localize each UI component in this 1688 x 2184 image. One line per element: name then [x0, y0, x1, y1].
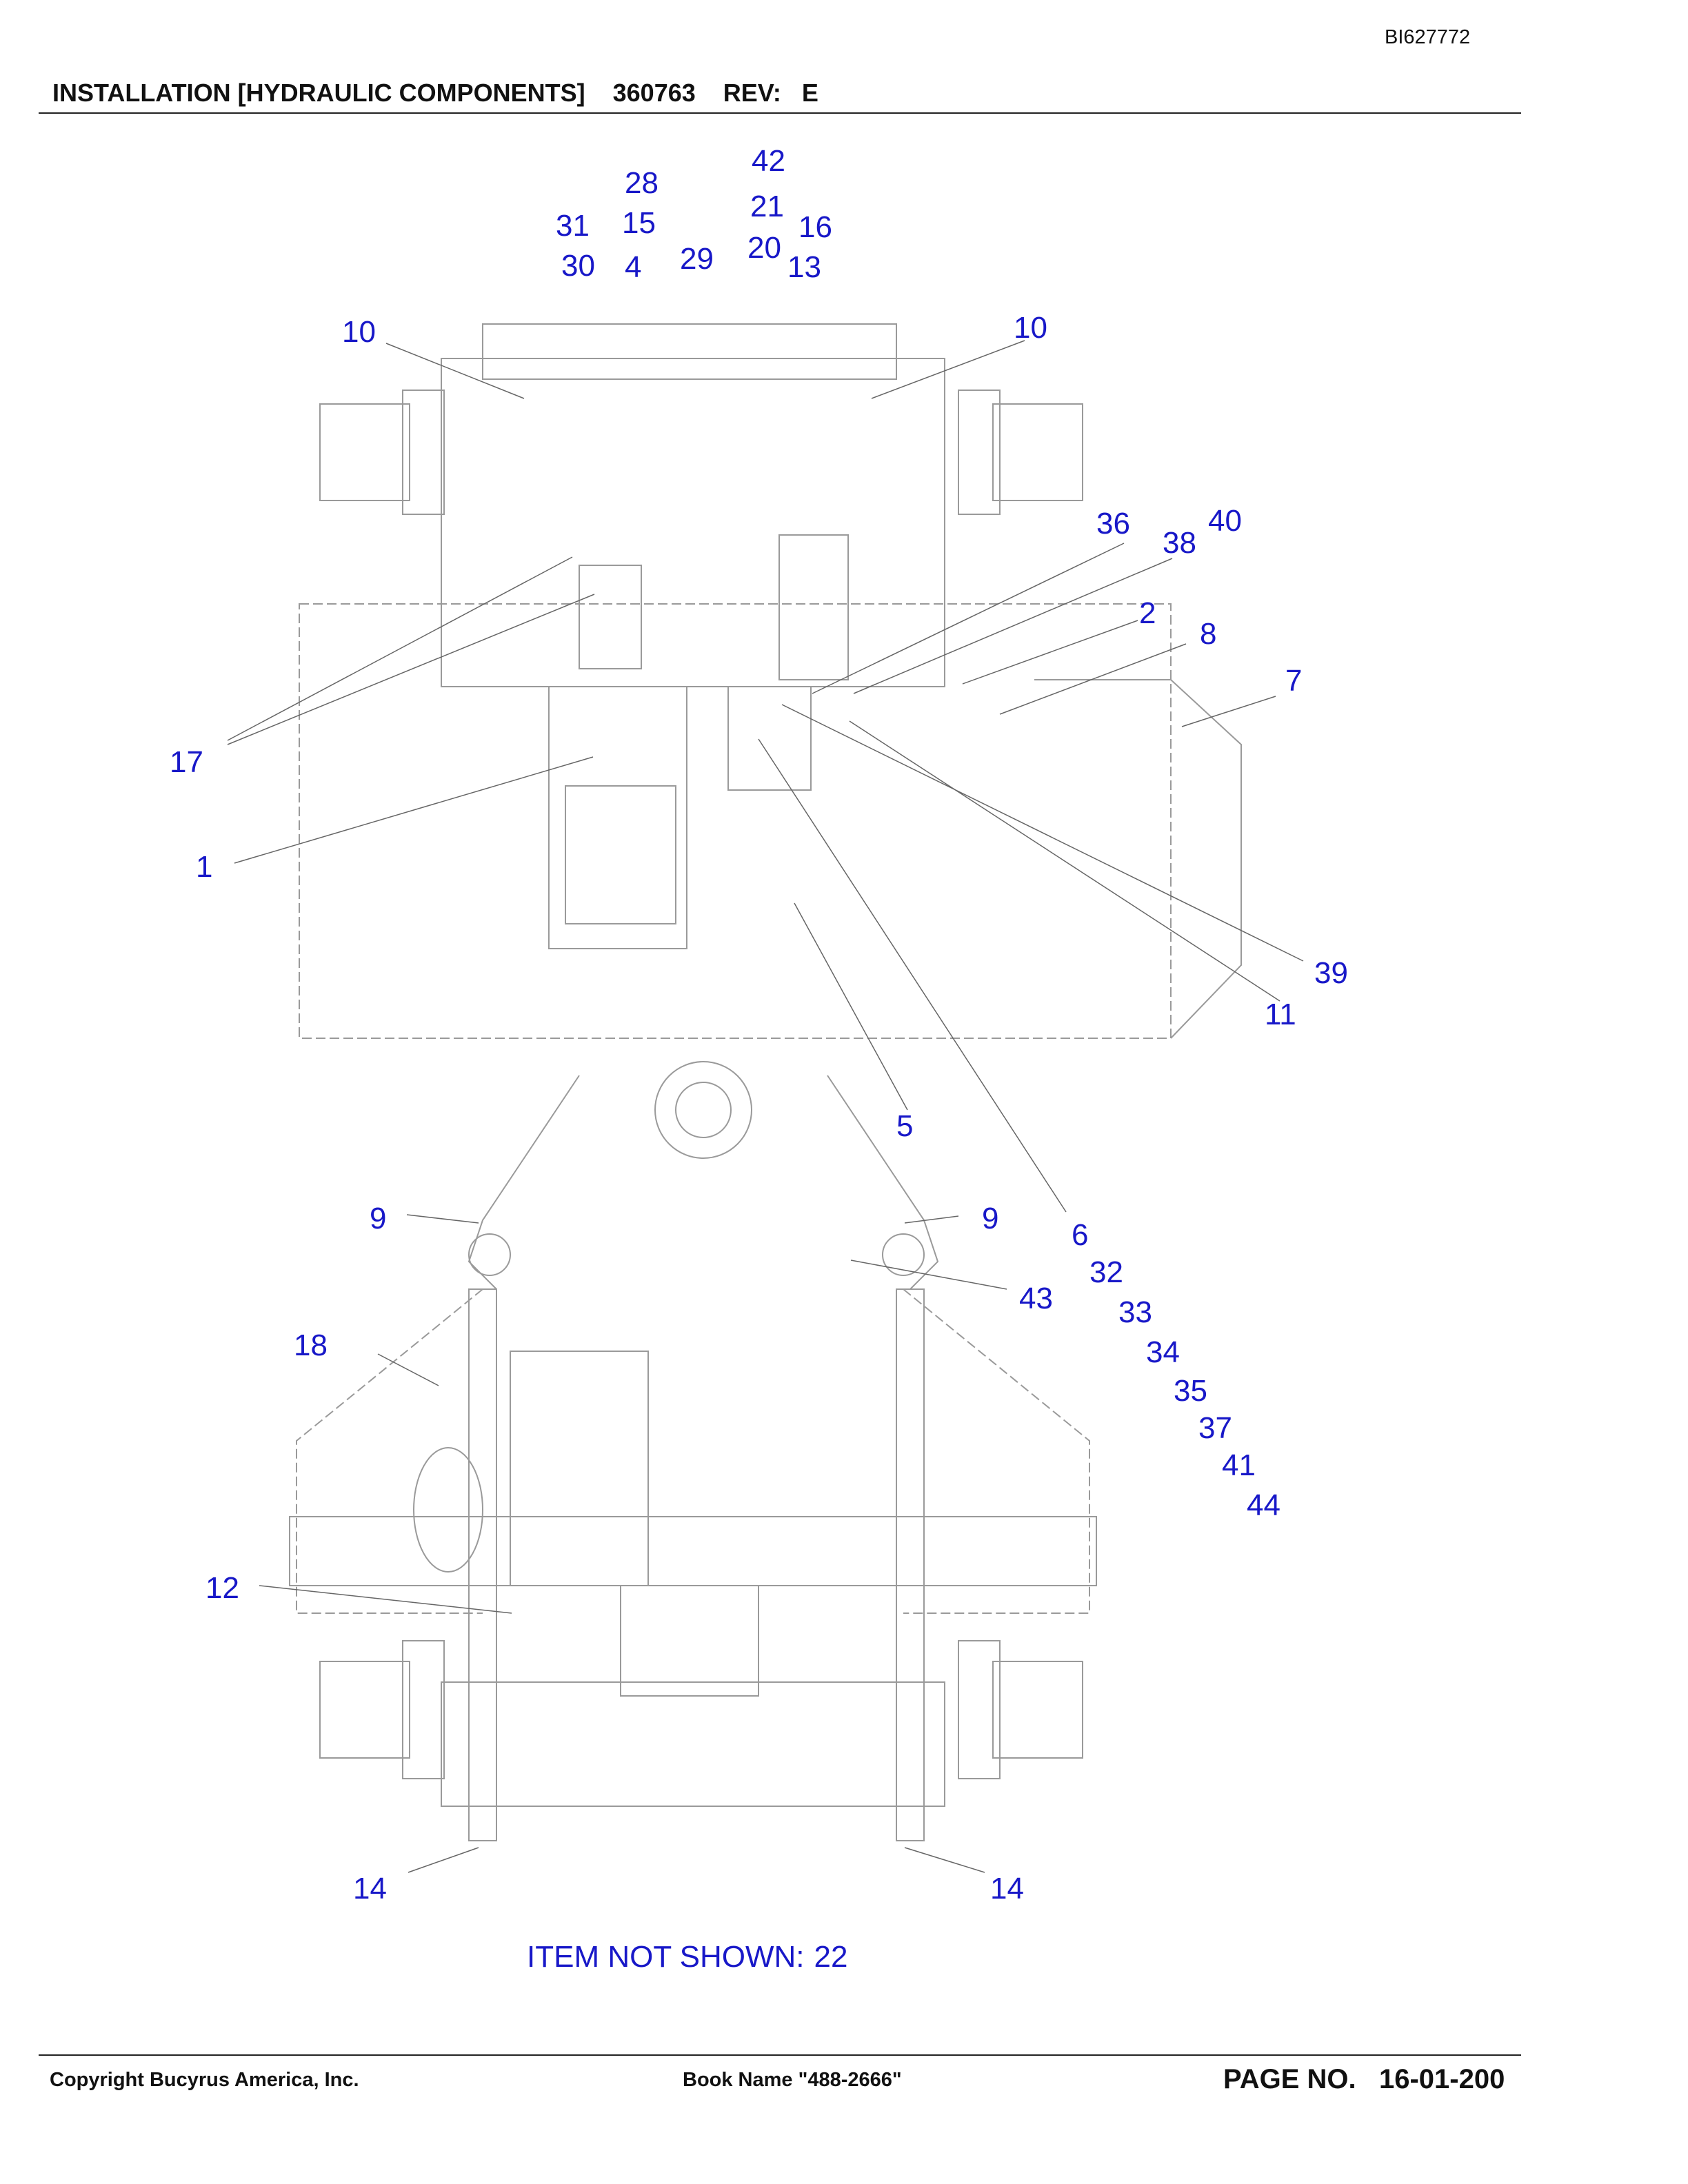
callout-39: 39	[1314, 956, 1348, 990]
callout-32: 32	[1089, 1255, 1123, 1289]
callout-10-right: 10	[1014, 311, 1047, 345]
page-number: PAGE NO. 16-01-200	[1223, 2064, 1505, 2095]
callout-20: 20	[747, 231, 781, 265]
callout-9-right: 9	[982, 1202, 999, 1235]
callout-9-left: 9	[370, 1202, 387, 1235]
copyright-text: Copyright Bucyrus America, Inc.	[50, 2069, 359, 2091]
callout-5: 5	[896, 1109, 914, 1143]
callout-41: 41	[1222, 1448, 1256, 1482]
callout-17: 17	[170, 745, 203, 779]
callout-13: 13	[787, 250, 821, 284]
callout-42: 42	[752, 144, 785, 178]
callout-34: 34	[1146, 1335, 1180, 1369]
callout-38: 38	[1163, 526, 1196, 560]
item-not-shown-note: ITEM NOT SHOWN: 22	[527, 1940, 847, 1974]
callout-33: 33	[1118, 1295, 1152, 1329]
document-id: BI627772	[1385, 26, 1471, 48]
callout-6: 6	[1072, 1218, 1089, 1252]
callout-29: 29	[680, 242, 714, 276]
part-number: 360763	[612, 79, 696, 107]
callout-35: 35	[1174, 1374, 1207, 1408]
book-name: Book Name "488-2666"	[683, 2069, 902, 2091]
callout-8: 8	[1200, 617, 1217, 651]
rev-value: E	[801, 79, 818, 107]
header-rule	[39, 112, 1521, 114]
callout-1: 1	[196, 850, 213, 884]
callout-14-right: 14	[990, 1872, 1024, 1905]
item-not-shown-value: 22	[814, 1940, 848, 1974]
footer-rule	[39, 2054, 1521, 2056]
callout-14-left: 14	[353, 1872, 387, 1905]
callout-10-left: 10	[342, 315, 376, 349]
callout-7: 7	[1285, 664, 1303, 698]
callout-36: 36	[1096, 507, 1130, 540]
callout-2: 2	[1139, 596, 1156, 630]
callout-37: 37	[1198, 1411, 1232, 1445]
callout-43: 43	[1019, 1282, 1053, 1315]
callout-16: 16	[798, 210, 832, 244]
callout-30: 30	[561, 249, 595, 283]
callout-40: 40	[1208, 504, 1242, 538]
callout-15: 15	[622, 206, 656, 240]
rev-label: REV:	[723, 79, 781, 107]
callout-11: 11	[1265, 998, 1296, 1031]
page-label: PAGE NO.	[1223, 2064, 1356, 2094]
callout-31: 31	[556, 209, 590, 243]
callout-12: 12	[205, 1571, 239, 1605]
drawing-title: INSTALLATION [HYDRAULIC COMPONENTS] 3607…	[52, 79, 818, 108]
title-text: INSTALLATION [HYDRAULIC COMPONENTS]	[52, 79, 585, 107]
callout-18: 18	[294, 1328, 328, 1362]
page-value: 16-01-200	[1378, 2064, 1505, 2094]
callout-28: 28	[625, 166, 659, 200]
callout-4: 4	[625, 250, 642, 284]
callout-44: 44	[1247, 1488, 1280, 1522]
item-not-shown-label: ITEM NOT SHOWN:	[527, 1940, 805, 1974]
callout-21: 21	[750, 190, 784, 223]
